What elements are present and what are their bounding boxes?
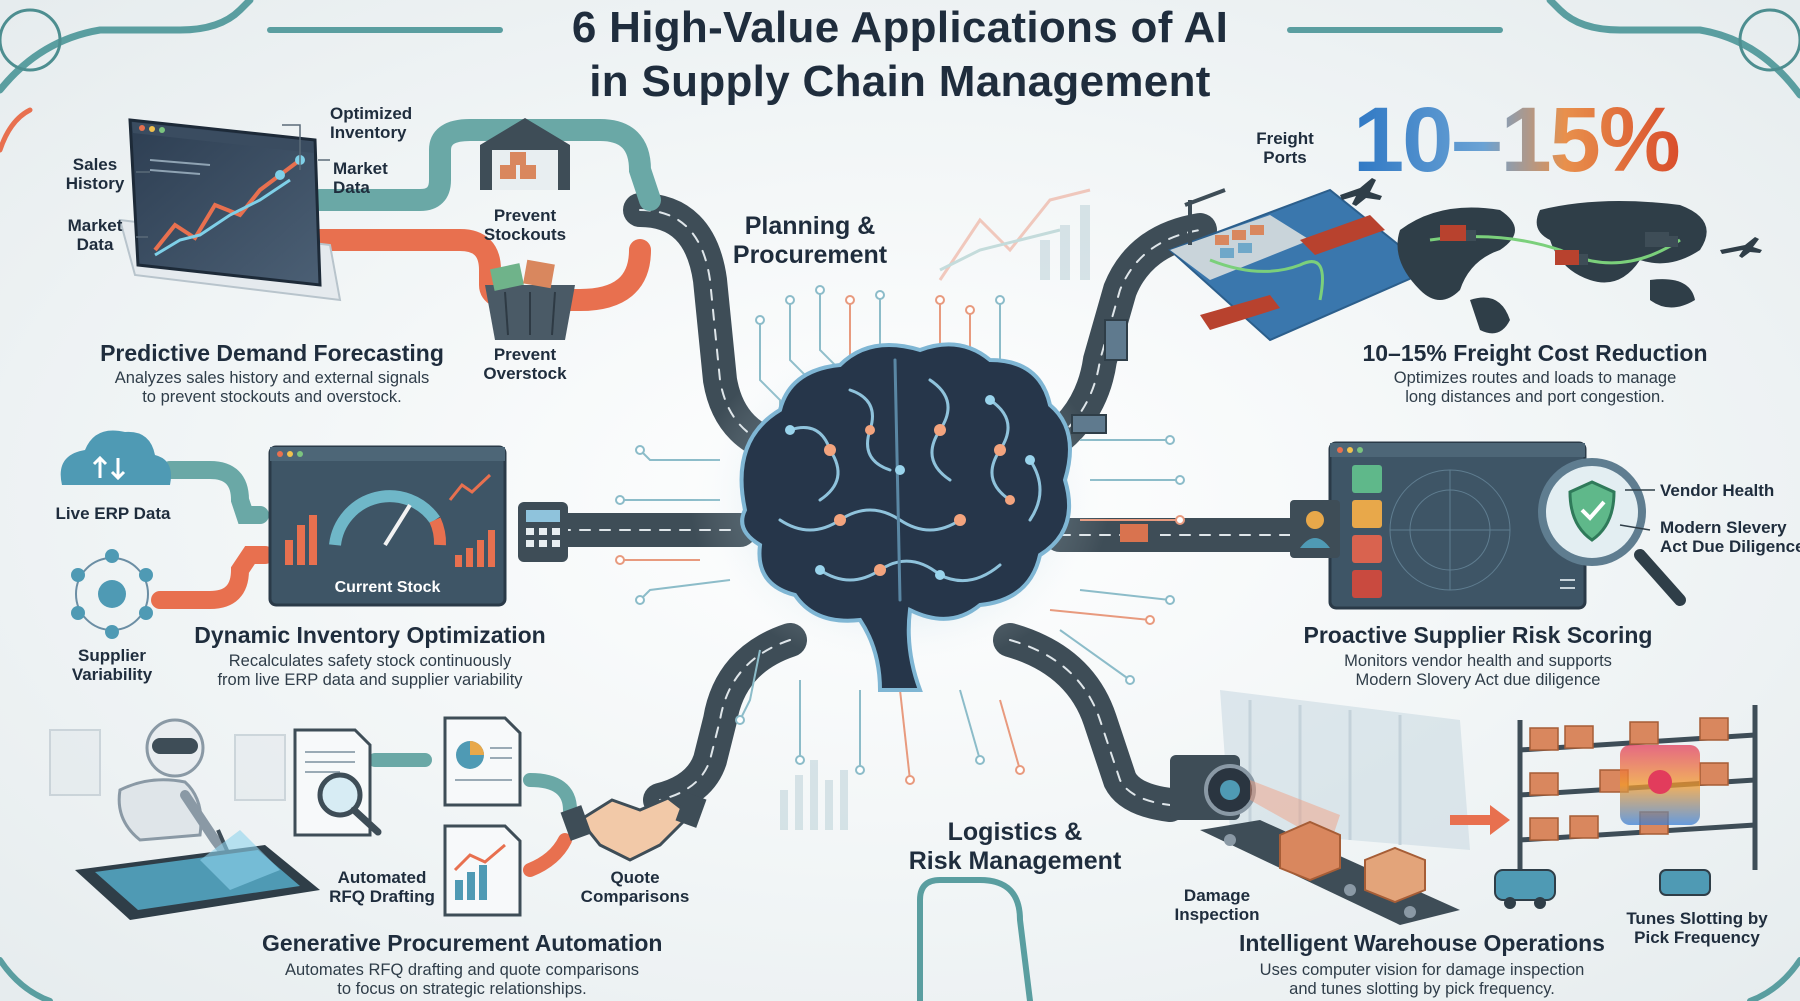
desc-forecast: Analyzes sales history and external sign…: [114, 369, 430, 406]
magnifier-shield-icon: [1538, 458, 1686, 606]
heading-predictive-demand-forecasting: Predictive Demand Forecasting: [100, 340, 444, 366]
truck-icon-3: [1555, 250, 1588, 265]
section-label-logistics: Logistics &Risk Management: [908, 818, 1122, 875]
heat-arrow-icon: [1450, 805, 1510, 835]
heading-dynamic-inventory-optimization: Dynamic Inventory Optimization: [194, 622, 546, 648]
procurement-arrows: [368, 753, 577, 877]
corner-decoration-top-right: [1287, 0, 1800, 99]
camera-icon: [1170, 755, 1340, 845]
truck-icon: [1440, 225, 1476, 241]
rfq-document-icon: [293, 728, 382, 837]
robot-cart-icon: [1494, 869, 1711, 909]
heading-generative-procurement-automation: Generative Procurement Automation: [262, 930, 663, 956]
corner-decoration-bottom: [0, 877, 1800, 1001]
desc-warehouse: Uses computer vision for damage inspecti…: [1259, 961, 1585, 998]
inventory-ribbons: [151, 461, 274, 609]
inventory-dashboard-icon: [268, 445, 507, 607]
label-current-stock: Current Stock: [334, 579, 441, 596]
corner-decoration-top-left: [0, 0, 254, 153]
overstock-bin-icon: [485, 259, 575, 340]
calculator-icon: [518, 502, 568, 562]
truck-icon-2: [1645, 232, 1678, 247]
heading-freight-cost-reduction: 10–15% Freight Cost Reduction: [1362, 340, 1708, 366]
supplier-network-icon: [71, 549, 153, 639]
warehouse-interior-icon: [1220, 690, 1470, 850]
tablet-icon: [75, 830, 320, 920]
road-truck-icon-2: [1120, 524, 1160, 542]
background-document-icons: [49, 729, 286, 801]
label-live-erp-data: Live ERP Data: [55, 504, 171, 523]
forecast-monitor-icon: [118, 118, 342, 302]
handshake-icon: [560, 792, 707, 862]
world-map-icon: [1397, 201, 1707, 334]
ai-brain-icon: [690, 330, 1110, 692]
heading-intelligent-warehouse-operations: Intelligent Warehouse Operations: [1239, 930, 1605, 956]
page-subtitle: in Supply Chain Management: [589, 57, 1211, 106]
warehouse-icon: [480, 118, 570, 190]
quote-document-icon: [443, 716, 522, 807]
comparison-chart-document-icon: [443, 824, 522, 917]
faint-background-chart: [780, 188, 1091, 830]
desc-procurement: Automates RFQ drafting and quote compari…: [284, 961, 640, 998]
storage-rack-icon: [1517, 705, 1758, 880]
label-vendor-health: Vendor Health: [1660, 481, 1775, 500]
package-boxes-icon: [1279, 820, 1426, 904]
heading-proactive-supplier-risk-scoring: Proactive Supplier Risk Scoring: [1303, 622, 1653, 648]
stat-highlight: 10–15%: [1353, 89, 1681, 191]
port-map-icon: [1168, 188, 1432, 342]
section-label-planning: Planning &Procurement: [732, 212, 888, 269]
cloud-data-icon: [60, 430, 171, 485]
airplane-icon-2: [1720, 237, 1762, 258]
road-truck-icon: [1071, 319, 1128, 434]
supplier-dashboard-icon: [1290, 441, 1587, 610]
airplane-icon: [1340, 178, 1382, 206]
page-title: 6 High-Value Applications of AI: [571, 3, 1229, 52]
